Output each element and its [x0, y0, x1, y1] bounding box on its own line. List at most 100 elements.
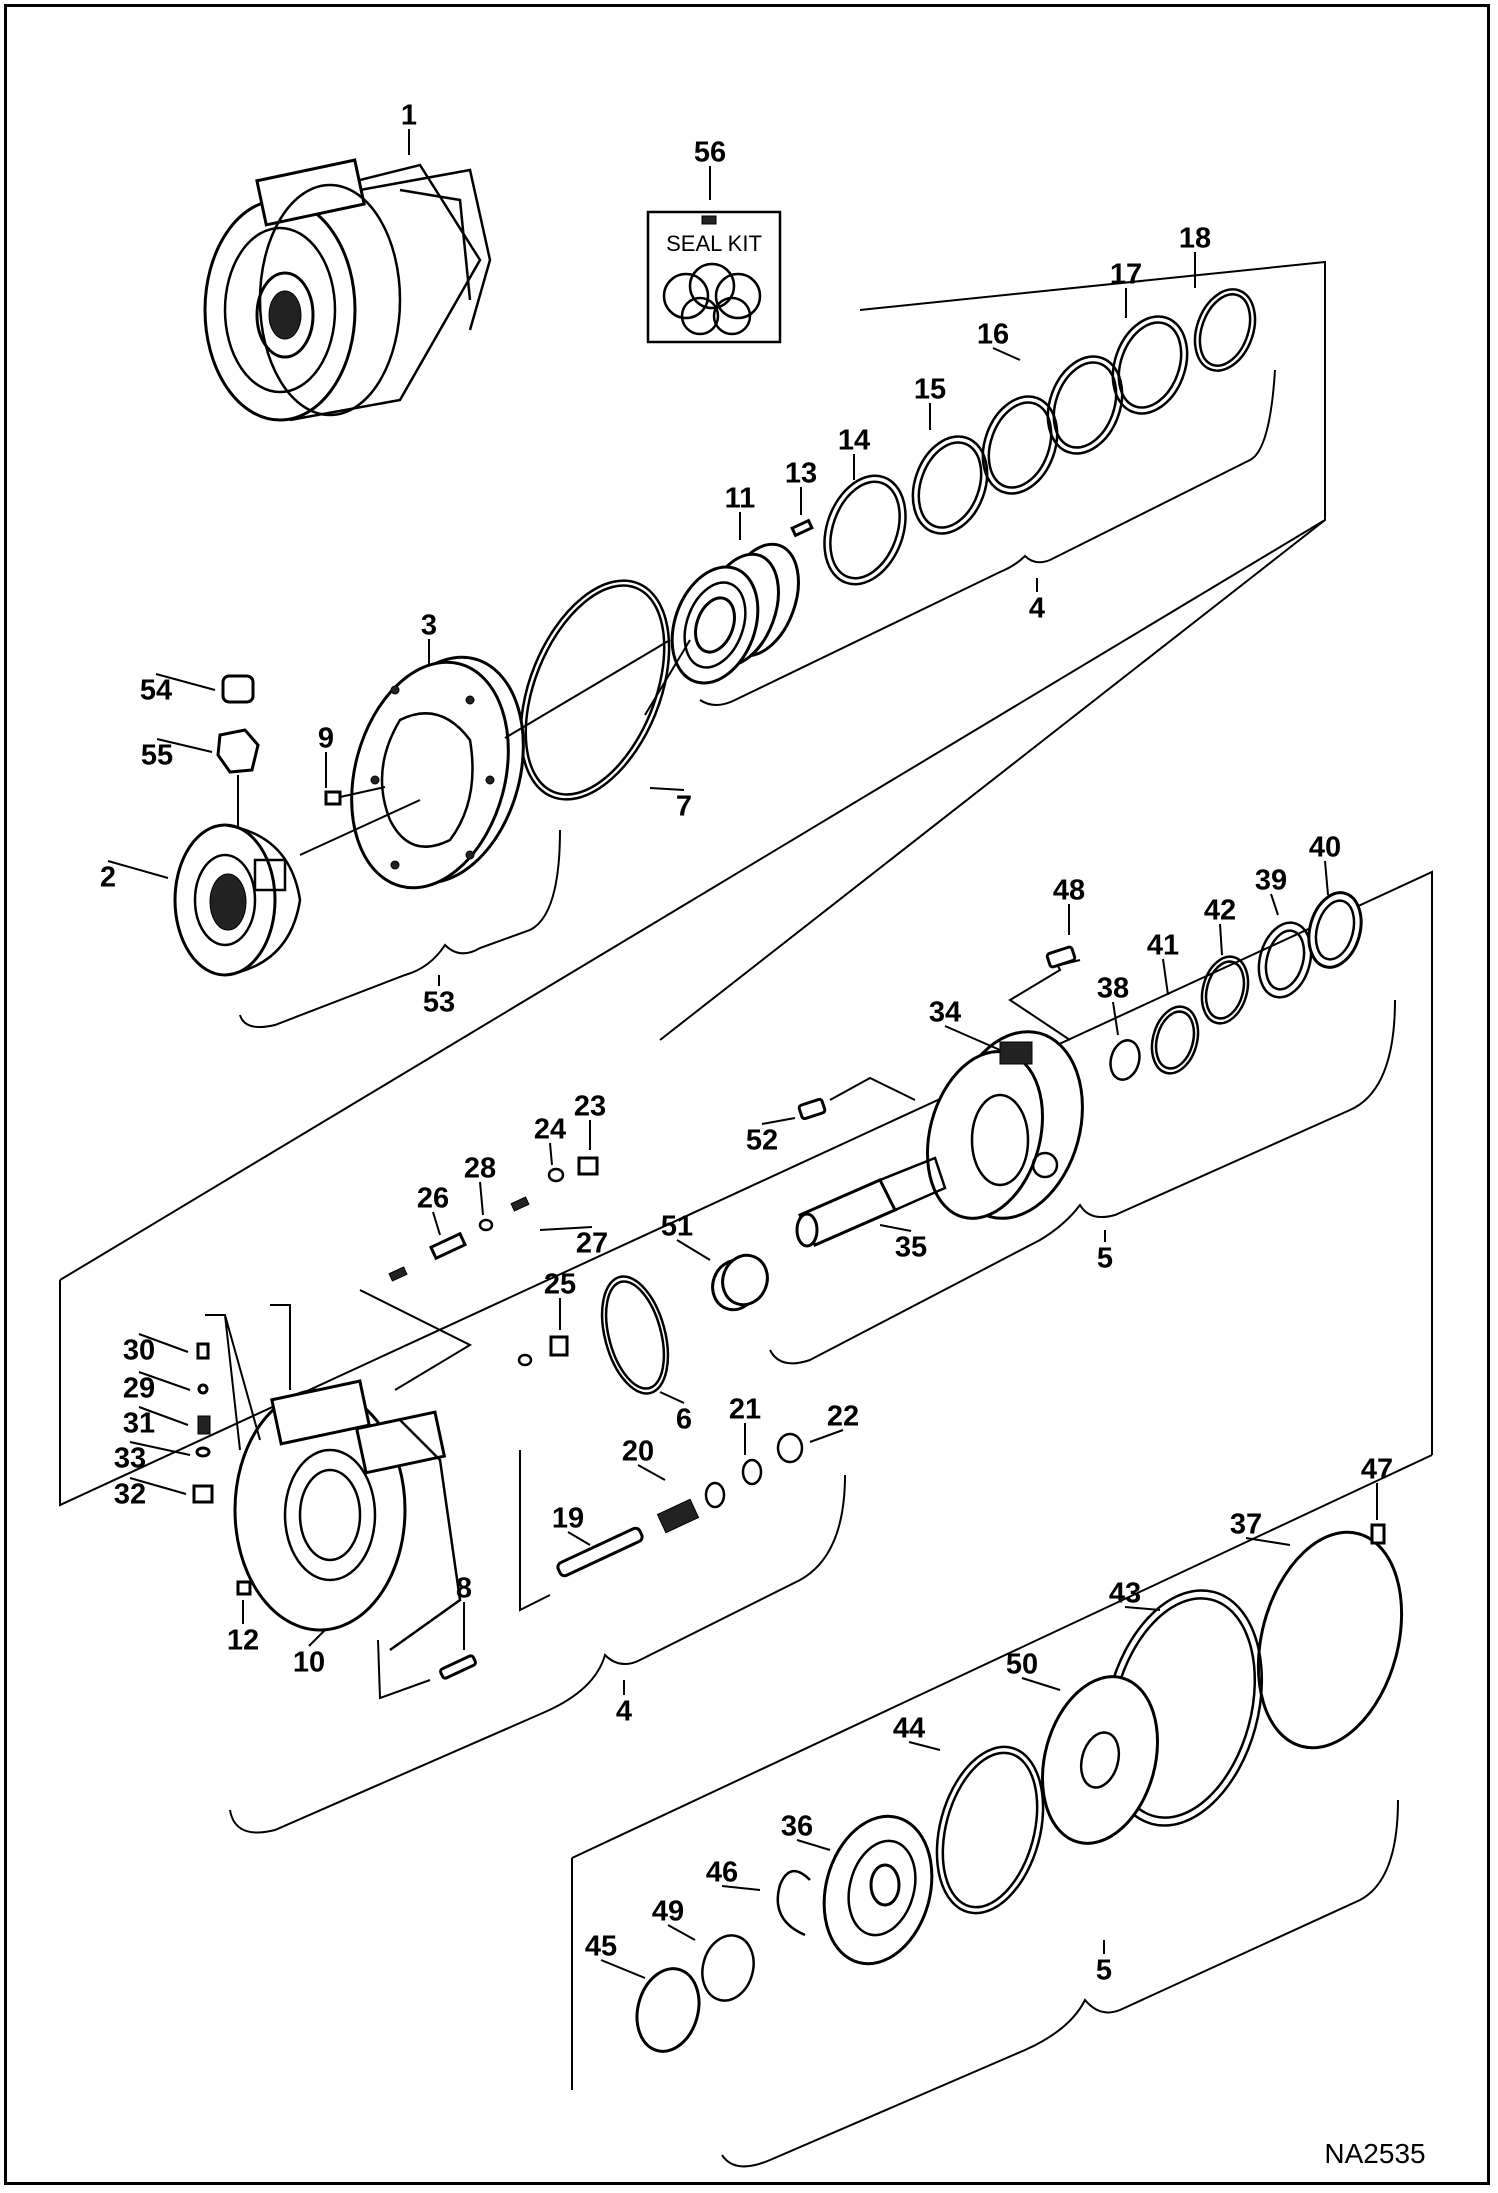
part-6-o-ring: [600, 1275, 670, 1395]
part-1-motor-assembly: [203, 158, 492, 422]
callout-leader-50: [1021, 1677, 1061, 1691]
part-28-o-ring: [478, 1218, 494, 1232]
callout-56: 56: [694, 137, 726, 169]
callout-28: 28: [464, 1153, 496, 1185]
callout-46: 46: [706, 1857, 738, 1889]
callout-leader-24: [549, 1142, 553, 1166]
callout-53: 53: [423, 987, 455, 1019]
part-50-plate: [1040, 1675, 1160, 1845]
callout-14: 14: [838, 425, 870, 457]
axis-line-upper: [659, 260, 1326, 1041]
part-16-ring-b: [981, 395, 1059, 495]
group-5-lower-bracket: [721, 1799, 1399, 2168]
group-4-upper-bracket: [699, 369, 1276, 706]
callout-2: 2: [100, 862, 116, 894]
callout-1: 1: [401, 100, 417, 132]
callout-leader-30: [138, 1333, 189, 1353]
callout-54: 54: [140, 675, 172, 707]
callout-leader-19: [567, 1531, 591, 1546]
callout-7: 7: [676, 791, 692, 823]
part-26-valve: [428, 1231, 468, 1261]
callout-leader-31: [138, 1406, 189, 1426]
part-32-plug: [192, 1484, 214, 1504]
part-21-washer: [741, 1458, 763, 1486]
callout-13: 13: [785, 458, 817, 490]
callout-leader-42: [1219, 923, 1223, 956]
callout-leader-51: [676, 1239, 711, 1261]
callout-29: 29: [123, 1373, 155, 1405]
callout-leader-40: [1324, 860, 1329, 896]
callout-6: 6: [676, 1404, 692, 1436]
part-47-bolt: [1370, 1523, 1386, 1545]
callout-4: 4: [1029, 593, 1045, 625]
callout-leader-6: [659, 1391, 685, 1404]
diagram-frame: [4, 4, 1490, 2185]
callout-12: 12: [227, 1625, 259, 1657]
callout-45: 45: [585, 1931, 617, 1963]
callout-leader-55: [156, 738, 213, 753]
part-25-o-ring: [517, 1353, 533, 1367]
callout-48: 48: [1053, 875, 1085, 907]
part-8-bolt: [439, 1654, 477, 1680]
callout-18: 18: [1179, 223, 1211, 255]
callout-35: 35: [895, 1232, 927, 1264]
callout-leader-49: [667, 1924, 696, 1941]
part-2-rotor: [173, 823, 302, 977]
group-4-lower-bracket: [229, 1474, 846, 1834]
callout-37: 37: [1230, 1509, 1262, 1541]
part-29-ball: [197, 1383, 209, 1395]
callout-55: 55: [141, 740, 173, 772]
callout-39: 39: [1255, 865, 1287, 897]
callout-leader-16: [992, 347, 1021, 361]
part-25-plug: [549, 1335, 569, 1357]
part-27-spring-a: [510, 1196, 530, 1212]
callout-leader-20: [637, 1464, 666, 1481]
callout-leader-37: [1245, 1537, 1291, 1546]
part-34-housing: [925, 1030, 1084, 1220]
part-20-spring: [656, 1498, 700, 1534]
part-18-ring: [1193, 288, 1257, 372]
callout-44: 44: [893, 1713, 925, 1745]
part-45-seal: [635, 1967, 701, 2053]
callout-leader-43: [1124, 1606, 1161, 1611]
part-55-fitting: [216, 728, 260, 774]
callout-47: 47: [1361, 1454, 1393, 1486]
callout-leader-7: [649, 787, 685, 791]
callout-20: 20: [622, 1436, 654, 1468]
part-12-plug: [236, 1580, 252, 1596]
callout-9: 9: [318, 723, 334, 755]
part-40-ring: [1307, 891, 1363, 969]
part-36-piston: [822, 1814, 934, 1966]
part-35-shaft: [795, 1156, 947, 1248]
part-3-stator: [350, 655, 525, 890]
part-48-bolt: [1045, 945, 1077, 969]
seal-kit-text: SEAL KIT: [666, 231, 762, 256]
callout-leader-10: [308, 1629, 326, 1647]
callout-36: 36: [781, 1811, 813, 1843]
callout-leader-54: [155, 673, 216, 691]
callout-5-lower: 5: [1096, 1955, 1112, 1987]
callout-17: 17: [1110, 259, 1142, 291]
part-54-cap: [221, 674, 255, 704]
callout-38: 38: [1097, 973, 1129, 1005]
callout-leader-32: [129, 1477, 187, 1495]
part-11-bearing: [670, 542, 800, 685]
part-41-ring: [1150, 1005, 1200, 1075]
callout-leader-28: [479, 1181, 484, 1216]
part-19-spool: [556, 1526, 644, 1578]
callout-50: 50: [1006, 1649, 1038, 1681]
callout-leader-27: [539, 1226, 593, 1231]
callout-26: 26: [417, 1183, 449, 1215]
part-33-washer: [195, 1446, 211, 1458]
callout-31: 31: [123, 1408, 155, 1440]
part-27-spring-b: [388, 1266, 408, 1282]
part-51-bushing: [711, 1253, 769, 1312]
callout-leader-33: [129, 1441, 191, 1456]
callout-leader-29: [138, 1371, 191, 1391]
callout-30: 30: [123, 1335, 155, 1367]
callout-5: 5: [1097, 1243, 1113, 1275]
part-44-ring: [935, 1745, 1045, 1915]
part-52-pin: [797, 1097, 827, 1121]
